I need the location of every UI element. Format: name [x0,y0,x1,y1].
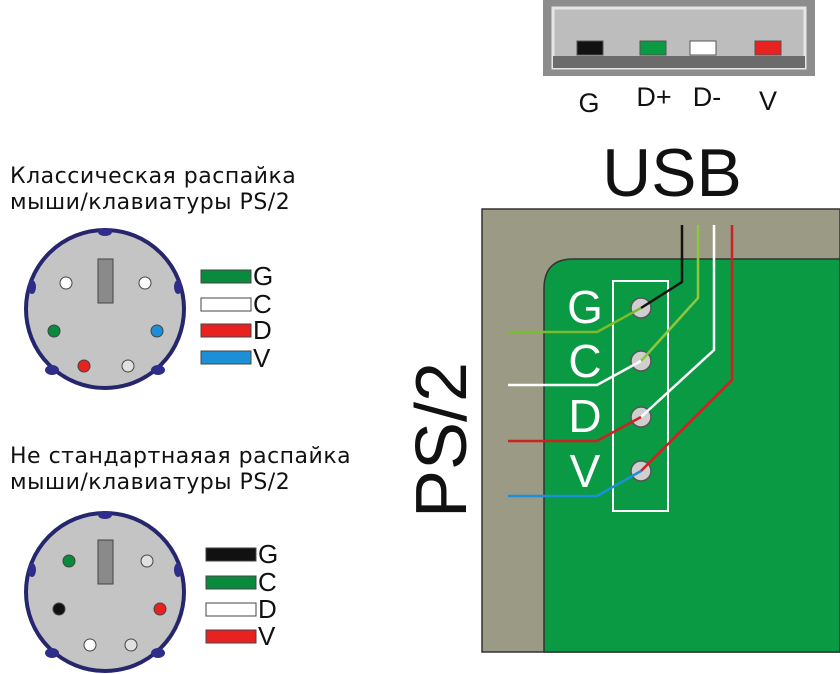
nonstandard-notch-right [174,563,182,577]
classic-notch-bl [45,365,59,375]
ps2-title: PS/2 [402,362,482,518]
classic-notch-right [174,280,182,294]
usb-pin-g [576,40,604,56]
usb-label-g: G [578,88,599,118]
classic-notch-left [28,280,36,294]
nonstandard-notch-left [28,563,36,577]
nonstandard-notch-bl [45,648,59,658]
usb-tongue [553,56,805,68]
classic-heading-line1: Классическая распайка [10,164,297,189]
nonstandard-legend-label-g: G [258,539,278,569]
pad-frame [612,280,669,512]
nonstandard-pin-mid-right [153,602,167,616]
nonstandard-legend-swatch-v [205,629,257,644]
usb-connector [543,0,815,76]
classic-legend-swatch-c [200,297,252,312]
nonstandard-legend-label-d: D [258,594,277,624]
nonstandard-key [97,539,114,585]
classic-notch-br [151,365,165,375]
usb-pin-v [754,40,782,56]
nonstandard-legend-label-c: C [258,567,277,597]
nonstandard-legend-label-v: V [258,621,276,651]
classic-heading-line2: мыши/клавиатуры PS/2 [10,190,291,215]
nonstandard-legend-swatch-g [205,547,257,562]
usb-label-dminus: D- [693,82,722,112]
classic-pin-mid-left [47,324,61,338]
classic-legend-swatch-v [200,350,252,365]
wire-usb-dplus [640,225,700,362]
usb-pin-dplus [639,40,667,56]
nonstandard-heading-line1: Не стандартнаяая распайка [10,444,352,469]
wire-ps2-g [508,306,642,334]
classic-connector [24,228,186,390]
wire-usb-v [640,225,734,472]
classic-legend-swatch-g [200,269,252,284]
nonstandard-legend-swatch-d [205,602,257,617]
pad-label-c: C [568,335,601,387]
usb-label-dplus: D+ [636,82,671,112]
pad-label-v: V [570,445,601,497]
nonstandard-pin-bot-right [124,638,138,652]
classic-legend-label-c: C [253,289,272,319]
classic-legend-label-g: G [253,261,273,291]
classic-notch-top [98,228,112,236]
pad-label-g: G [567,281,603,333]
usb-title: USB [602,135,742,211]
classic-pin-top-left [59,276,73,290]
nonstandard-pin-bot-left [83,638,97,652]
nonstandard-pin-top-left [62,554,76,568]
classic-pin-bot-left [77,359,91,373]
nonstandard-legend: G C D V [205,539,278,651]
classic-key [97,258,114,304]
wire-usb-dminus [640,225,716,418]
nonstandard-pin-mid-left [52,602,66,616]
nonstandard-connector [24,511,186,673]
classic-pin-mid-right [150,324,164,338]
nonstandard-pin-top-right [140,554,154,568]
wire-ps2-d [508,415,642,443]
classic-pin-top-right [138,276,152,290]
wire-ps2-c [508,359,642,387]
nonstandard-legend-swatch-c [205,575,257,590]
nonstandard-notch-top [98,511,112,519]
nonstandard-heading-line2: мыши/клавиатуры PS/2 [10,470,291,495]
ps2-board [481,208,840,653]
classic-legend-label-d: D [253,315,272,345]
classic-legend: G C D V [200,261,273,373]
classic-legend-label-v: V [253,343,271,373]
classic-legend-swatch-d [200,323,252,338]
wire-usb-g [640,225,684,310]
classic-shell [24,228,186,390]
wires [508,225,734,498]
classic-pin-bot-right [121,359,135,373]
pad-label-d: D [568,390,601,442]
usb-label-v: V [759,86,777,116]
board-pcb [543,258,840,653]
usb-pin-dminus [689,40,717,56]
nonstandard-notch-br [151,648,165,658]
nonstandard-shell [24,511,186,673]
wire-ps2-v [508,469,642,498]
